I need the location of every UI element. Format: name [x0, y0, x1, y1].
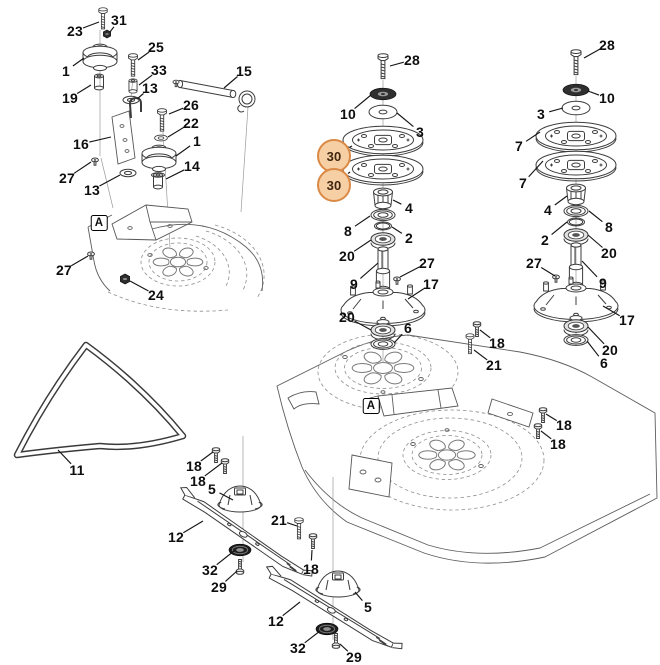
- part-callout-20[interactable]: 20: [339, 309, 355, 325]
- part-callout-20[interactable]: 20: [601, 245, 617, 261]
- part-callout-25[interactable]: 25: [148, 39, 164, 55]
- v-belt-drawing: [13, 341, 187, 459]
- callout-leader-lines: [57, 21, 620, 652]
- part-callout-4[interactable]: 4: [544, 202, 552, 218]
- part-callout-10[interactable]: 10: [340, 106, 356, 122]
- part-callout-21[interactable]: 21: [486, 357, 502, 373]
- part-callout-3[interactable]: 3: [416, 124, 424, 140]
- part-callout-21[interactable]: 21: [271, 512, 287, 528]
- part-callout-28[interactable]: 28: [404, 52, 420, 68]
- lever-rod-15: [172, 79, 256, 113]
- bracket-16: [111, 96, 142, 165]
- part-callout-9[interactable]: 9: [350, 276, 358, 292]
- part-callout-12[interactable]: 12: [268, 613, 284, 629]
- detail-ref-label-A: A: [362, 398, 380, 414]
- part-callout-30[interactable]: 30: [317, 168, 351, 202]
- part-callout-17[interactable]: 17: [423, 276, 439, 292]
- part-callout-9[interactable]: 9: [599, 275, 607, 291]
- part-callout-8[interactable]: 8: [605, 219, 613, 235]
- part-callout-27[interactable]: 27: [526, 255, 542, 271]
- part-callout-27[interactable]: 27: [419, 255, 435, 271]
- part-callout-6[interactable]: 6: [404, 320, 412, 336]
- part-callout-27[interactable]: 27: [59, 170, 75, 186]
- part-callout-22[interactable]: 22: [183, 115, 199, 131]
- part-callout-32[interactable]: 32: [290, 640, 306, 656]
- part-callout-14[interactable]: 14: [184, 158, 200, 174]
- part-callout-2[interactable]: 2: [541, 232, 549, 248]
- part-callout-13[interactable]: 13: [84, 182, 100, 198]
- part-callout-33[interactable]: 33: [151, 62, 167, 78]
- part-callout-8[interactable]: 8: [344, 223, 352, 239]
- part-callout-7[interactable]: 7: [519, 175, 527, 191]
- part-callout-26[interactable]: 26: [183, 97, 199, 113]
- part-callout-18[interactable]: 18: [550, 436, 566, 452]
- part-callout-18[interactable]: 18: [556, 417, 572, 433]
- part-callout-2[interactable]: 2: [405, 230, 413, 246]
- part-callout-13[interactable]: 13: [142, 80, 158, 96]
- part-callout-16[interactable]: 16: [73, 136, 89, 152]
- part-callout-5[interactable]: 5: [208, 481, 216, 497]
- part-callout-31[interactable]: 31: [111, 12, 127, 28]
- part-callout-5[interactable]: 5: [364, 599, 372, 615]
- part-callout-27[interactable]: 27: [56, 262, 72, 278]
- part-callout-1[interactable]: 1: [62, 63, 70, 79]
- part-callout-20[interactable]: 20: [339, 248, 355, 264]
- part-callout-15[interactable]: 15: [236, 63, 252, 79]
- part-callout-4[interactable]: 4: [405, 200, 413, 216]
- part-callout-3[interactable]: 3: [537, 106, 545, 122]
- part-callout-6[interactable]: 6: [600, 355, 608, 371]
- part-callout-24[interactable]: 24: [148, 287, 164, 303]
- detail-ref-label-A: A: [90, 215, 108, 231]
- part-callout-19[interactable]: 19: [62, 90, 78, 106]
- part-callout-23[interactable]: 23: [67, 23, 83, 39]
- part-callout-10[interactable]: 10: [599, 90, 615, 106]
- part-callout-32[interactable]: 32: [202, 562, 218, 578]
- deck-left-section: [87, 30, 265, 312]
- part-callout-20[interactable]: 20: [602, 342, 618, 358]
- part-callout-18[interactable]: 18: [186, 458, 202, 474]
- part-callout-7[interactable]: 7: [515, 138, 523, 154]
- part-callout-18[interactable]: 18: [303, 561, 319, 577]
- part-callout-28[interactable]: 28: [599, 37, 615, 53]
- part-callout-29[interactable]: 29: [346, 649, 362, 665]
- part-callout-1[interactable]: 1: [193, 133, 201, 149]
- part-callout-12[interactable]: 12: [168, 529, 184, 545]
- part-callout-29[interactable]: 29: [211, 579, 227, 595]
- idler-pulley-assembly: [82, 7, 256, 285]
- part-callout-17[interactable]: 17: [619, 312, 635, 328]
- part-callout-11[interactable]: 11: [69, 462, 85, 478]
- part-callout-18[interactable]: 18: [489, 335, 505, 351]
- part-callout-18[interactable]: 18: [190, 473, 206, 489]
